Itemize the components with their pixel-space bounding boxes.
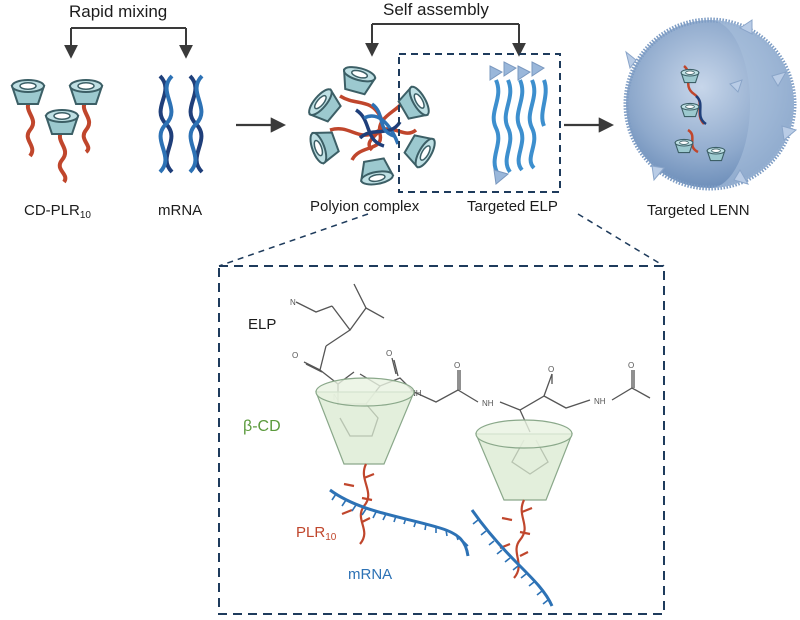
inset-mrna-strands [329, 488, 554, 607]
inset-plr-label-main: PLR [296, 524, 326, 541]
inset-detail-box [218, 265, 665, 615]
beta-cd-cone-1 [315, 377, 415, 465]
beta-cd-cone-2 [475, 419, 573, 501]
cd-plr-label: CD-PLR10 [24, 202, 91, 221]
targeted-elp-box [398, 53, 561, 193]
inset-plr-label-sub: 10 [325, 532, 337, 543]
cd-plr-label-main: CD-PLR [24, 202, 80, 219]
targeted-lenn-illustration [623, 17, 798, 191]
inset-elp-label: ELP [248, 316, 277, 333]
rapid-mixing-label: Rapid mixing [69, 2, 168, 21]
targeted-lenn-label: Targeted LENN [647, 202, 750, 219]
inset-plr-label: PLR10 [296, 524, 336, 543]
svg-text:NH: NH [594, 397, 606, 406]
targeted-elp-illustration [491, 79, 548, 176]
svg-text:O: O [548, 365, 554, 374]
self-assembly-label: Self assembly [383, 0, 489, 19]
cd-plr-label-sub: 10 [79, 210, 91, 221]
self-assembly-bracket [365, 23, 526, 57]
mrna-illustration [158, 74, 204, 174]
inset-mrna-label: mRNA [348, 566, 393, 583]
zoom-connectors [218, 213, 665, 267]
polyion-complex-label: Polyion complex [310, 198, 420, 215]
svg-text:O: O [386, 349, 392, 358]
cd-plr-illustration [11, 79, 103, 184]
mrna-comb-teeth [331, 493, 549, 605]
svg-text:O: O [292, 351, 298, 360]
mrna-label: mRNA [158, 202, 203, 219]
svg-text:NH: NH [410, 389, 422, 398]
svg-text:N: N [290, 298, 296, 307]
svg-text:NH: NH [482, 399, 494, 408]
targeting-ligands [489, 61, 545, 185]
inset-beta-cd-label: β-CD [243, 418, 281, 435]
rapid-mixing-bracket [64, 27, 193, 59]
targeted-elp-label: Targeted ELP [467, 198, 558, 215]
polyion-complex-illustration [304, 63, 440, 188]
svg-text:O: O [628, 361, 634, 370]
svg-text:O: O [454, 361, 460, 370]
